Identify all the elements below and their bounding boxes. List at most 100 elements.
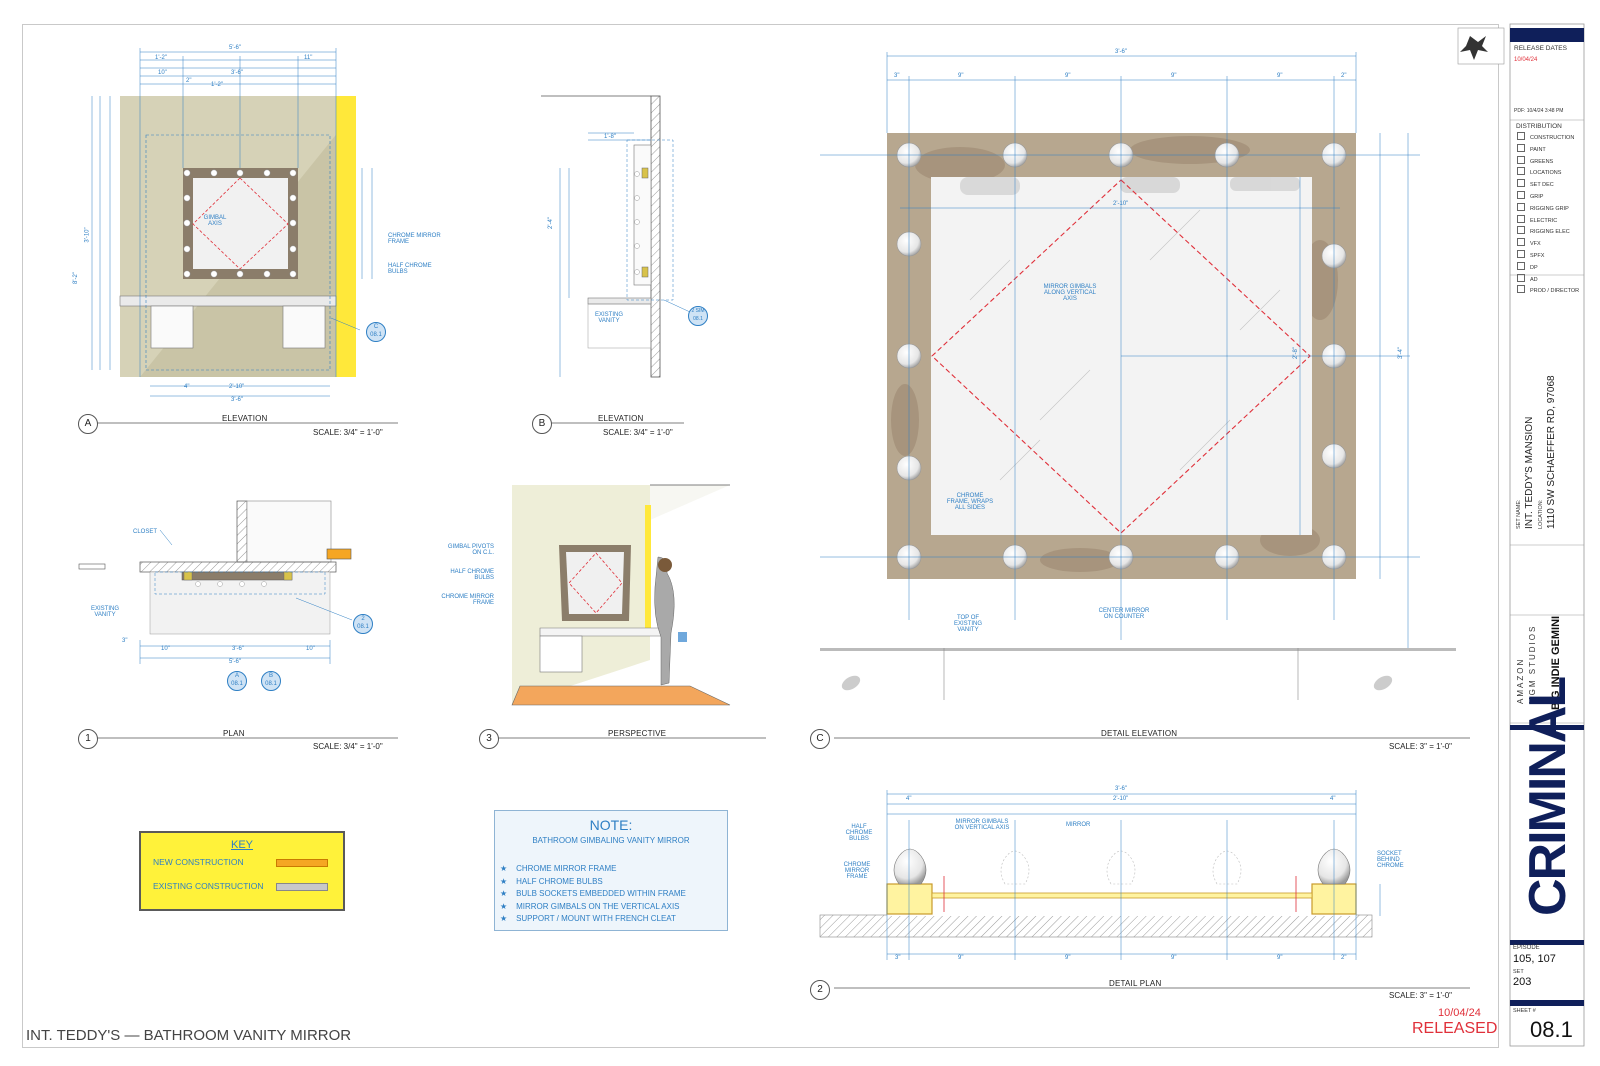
show-logo: CRIMINAL (1519, 677, 1577, 916)
dim-c-9a: 9" (958, 73, 964, 79)
view-b-title: ELEVATION (598, 414, 644, 423)
release-date: 10/04/24 (1438, 1007, 1481, 1019)
dim-a-right: 11" (304, 55, 313, 61)
key-legend: KEY NEW CONSTRUCTION EXISTING CONSTRUCTI… (139, 831, 345, 911)
release-dates-value: 10/04/24 (1514, 57, 1538, 63)
episode-label: EPISODE (1513, 945, 1540, 951)
dim-a-10: 10" (158, 70, 167, 76)
sheet-number: 08.1 (1530, 1017, 1573, 1042)
label-mirror: MIRROR (1066, 822, 1091, 828)
view-a-scale: SCALE: 3/4" = 1'-0" (313, 428, 383, 437)
label-half-chrome-bulbs-a: HALF CHROME BULBS (388, 263, 432, 275)
distribution-checkbox[interactable]: VFX (1517, 238, 1579, 250)
label-mirror-gimbals-along: MIRROR GIMBALS ALONG VERTICAL AXIS (1043, 284, 1097, 302)
note-item: ★ CHROME MIRROR FRAME (500, 864, 617, 873)
callout-ref-c-id: C (373, 324, 379, 330)
sheet-title: INT. TEDDY'S — BATHROOM VANITY MIRROR (26, 1027, 352, 1044)
dim-a-overall: 5'-6" (229, 45, 241, 51)
dim-a-width: 3'-6" (231, 70, 243, 76)
episode-value: 105, 107 (1513, 953, 1556, 965)
distribution-checkbox[interactable]: CONSTRUCTION (1517, 132, 1579, 144)
key-existing-construction-label: EXISTING CONSTRUCTION (153, 881, 264, 891)
note-list: ★ CHROME MIRROR FRAME ★ HALF CHROME BULB… (500, 863, 686, 926)
callout-ref-c[interactable]: C 08.1 (366, 322, 386, 342)
distribution-checkbox[interactable]: SET DEC (1517, 179, 1579, 191)
distribution-checkbox[interactable]: GRIP (1517, 190, 1579, 203)
view-c-title: DETAIL ELEVATION (1101, 729, 1178, 738)
dim-a-1-2: 1'-2" (211, 82, 223, 88)
dim-c-mirror-height: 2'-8" (1292, 347, 1299, 359)
note-item: ★ HALF CHROME BULBS (500, 876, 603, 886)
distribution-checkbox[interactable]: ELECTRIC (1517, 214, 1579, 227)
view-b-elevation (535, 95, 691, 424)
dim-plan-right: 10" (306, 646, 315, 652)
dim-a-2: 2" (186, 78, 192, 84)
view-a-marker: A (78, 414, 98, 434)
label-socket-behind-chrome: SOCKET BEHIND CHROME (1377, 851, 1404, 869)
key-new-construction-swatch (276, 859, 328, 867)
callout-ref-b-sheet: 08.1 (265, 681, 277, 687)
dim-dp-3: 3" (895, 955, 901, 961)
view-1-plan (78, 500, 398, 739)
label-top-existing-vanity: TOP OF EXISTING VANITY (953, 615, 982, 633)
view-3-marker: 3 (479, 729, 499, 749)
dim-c-height: 3'-4" (1397, 347, 1404, 359)
dim-plan-overall: 5'-6" (229, 659, 241, 665)
dim-dp-4l: 4" (906, 796, 912, 802)
distribution-checkbox[interactable]: GREENS (1517, 155, 1579, 168)
label-chrome-frame-wraps: CHROME FRAME, WRAPS ALL SIDES (946, 493, 994, 511)
view-c-marker: C (810, 729, 830, 749)
distribution-checkbox[interactable]: SPFX (1517, 249, 1579, 262)
dim-plan-left: 10" (161, 646, 170, 652)
distribution-checkbox[interactable]: DP (1517, 261, 1579, 274)
callout-ref-c-sheet: 08.1 (370, 332, 382, 338)
dim-a-height: 3'-10" (84, 227, 91, 243)
dim-plan-3: 3" (122, 638, 128, 644)
note-item: ★ BULB SOCKETS EMBEDDED WITHIN FRAME (500, 889, 686, 898)
set-value: 203 (1513, 976, 1532, 988)
key-new-construction-label: NEW CONSTRUCTION (153, 857, 244, 867)
distribution-checkbox[interactable]: AD (1517, 273, 1579, 286)
dim-dp-mirror: 2'-10" (1113, 796, 1129, 802)
dim-a-4: 4" (184, 384, 190, 390)
distribution-list: CONSTRUCTION PAINT GREENS LOCATIONS SET … (1517, 132, 1579, 297)
view-c-detail-elevation (820, 52, 1470, 739)
callout-ref-2sim-sheet: 08.1 (693, 316, 703, 322)
key-title: KEY (230, 839, 253, 851)
distribution-checkbox[interactable]: PAINT (1517, 143, 1579, 156)
label-gimbal-axis: GIMBAL AXIS (203, 215, 227, 227)
distribution-checkbox[interactable]: RIGGING ELEC (1517, 226, 1579, 238)
sheet-number-label: SHEET # (1513, 1008, 1536, 1014)
dim-dp-4r: 4" (1330, 796, 1336, 802)
view-2-scale: SCALE: 3" = 1'-0" (1389, 991, 1453, 1000)
location-label: LOCATION: (1538, 499, 1544, 529)
label-existing-vanity-b: EXISTING VANITY (594, 312, 623, 324)
label-half-chrome-bulbs-p: HALF CHROME BULBS (450, 569, 494, 581)
distribution-checkbox[interactable]: LOCATIONS (1517, 167, 1579, 179)
view-a-title: ELEVATION (222, 414, 268, 423)
set-name-label: SET NAME: (1516, 499, 1522, 529)
view-a-elevation (90, 48, 398, 424)
view-2-marker: 2 (810, 980, 830, 1000)
distribution-checkbox[interactable]: PROD / DIRECTOR (1517, 285, 1579, 297)
distribution-checkbox[interactable]: RIGGING GRIP (1517, 202, 1579, 215)
view-b-marker: B (532, 414, 552, 434)
dim-c-9c: 9" (1171, 73, 1177, 79)
label-center-mirror: CENTER MIRROR ON COUNTER (1098, 608, 1150, 620)
title-block: RELEASE DATES 10/04/24 PDF: 10/4/24 3:48… (1510, 24, 1584, 1046)
label-chrome-mirror-frame-a: CHROME MIRROR FRAME (388, 233, 441, 245)
release-dates-label: RELEASE DATES (1514, 45, 1567, 52)
dim-c-mirror: 2'-10" (1113, 201, 1129, 207)
dim-dp-9a: 9" (958, 955, 964, 961)
view-1-scale: SCALE: 3/4" = 1'-0" (313, 742, 383, 751)
callout-ref-a-sheet: 08.1 (231, 681, 243, 687)
dim-a-left: 1'-2" (155, 55, 167, 61)
view-b-scale: SCALE: 3/4" = 1'-0" (603, 428, 673, 437)
note-item: ★ MIRROR GIMBALS ON THE VERTICAL AXIS (500, 901, 680, 911)
note-title: NOTE: (589, 817, 633, 833)
view-2-title: DETAIL PLAN (1109, 979, 1162, 988)
